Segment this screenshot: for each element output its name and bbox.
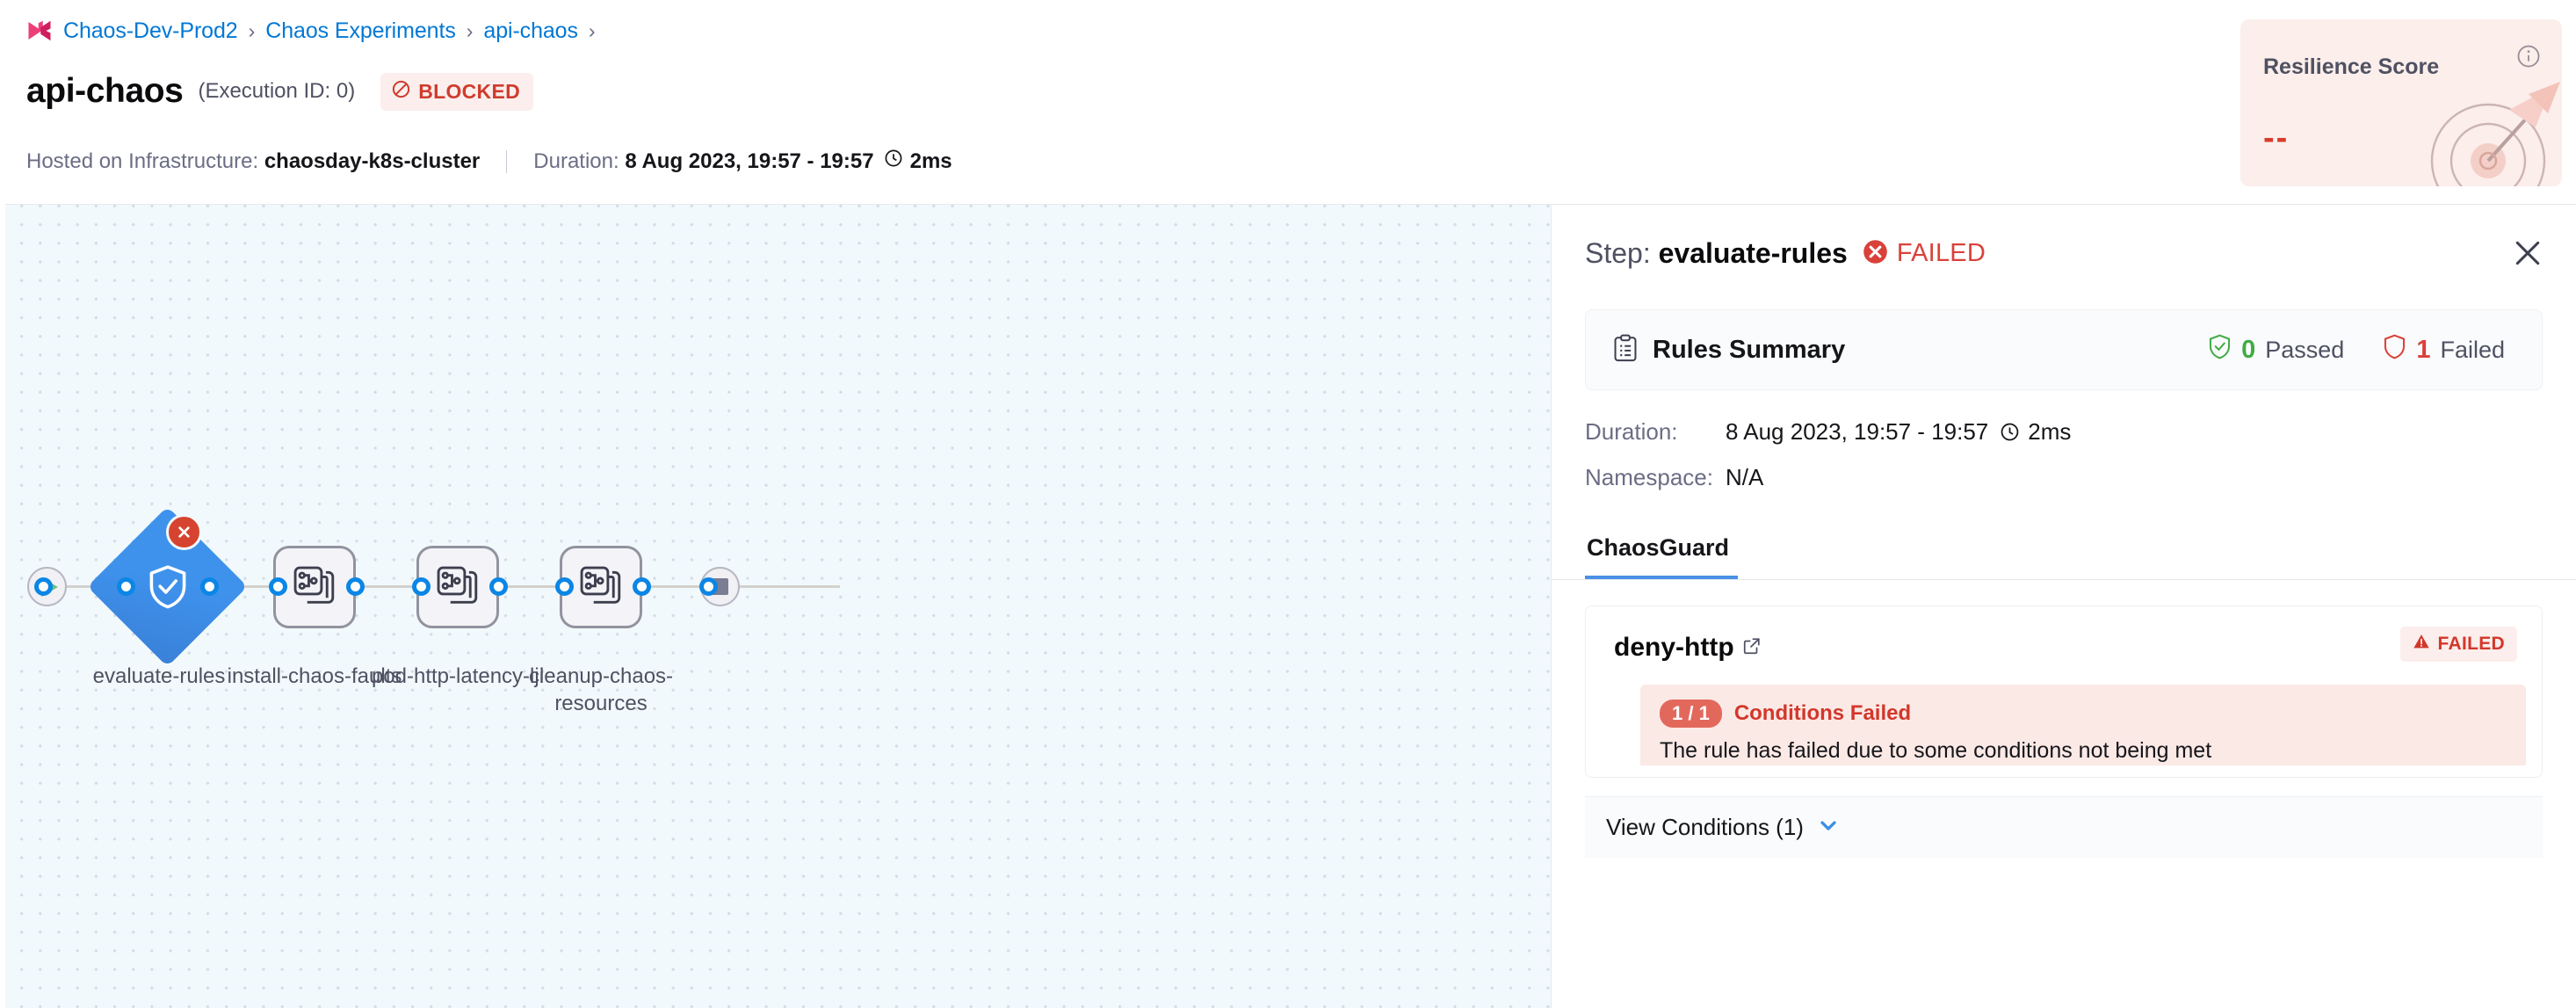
duration-value: 2ms — [909, 149, 952, 173]
meta-divider — [506, 149, 508, 173]
rule-name: deny-http — [1614, 633, 1734, 662]
blocked-circle-slash-icon — [391, 79, 411, 105]
panel-step-title: Step: evaluate-rules — [1585, 237, 1848, 270]
target-dartboard-arrow-icon — [2404, 62, 2562, 186]
duration-label: Duration: — [533, 149, 619, 173]
evaluate-rules-input-port[interactable] — [117, 577, 135, 596]
conditions-count-pill: 1 / 1 — [1660, 700, 1722, 728]
breadcrumb-separator: › — [248, 18, 256, 42]
install-chaos-faults-output-port[interactable] — [346, 577, 365, 596]
meta-row: Hosted on Infrastructure: chaosday-k8s-c… — [26, 148, 952, 175]
cleanup-chaos-resources-input-port[interactable] — [555, 577, 574, 596]
end-node-input-port[interactable] — [699, 577, 718, 596]
execution-id: (Execution ID: 0) — [198, 79, 356, 103]
shield-check-icon — [138, 557, 198, 617]
detail-duration: Duration: 8 Aug 2023, 19:57 - 19:57 2ms — [1585, 418, 2071, 446]
evaluate-rules-output-port[interactable] — [200, 577, 219, 596]
breadcrumb-item-0[interactable]: Chaos-Dev-Prod2 — [63, 18, 238, 43]
close-icon[interactable] — [2511, 236, 2544, 274]
node-label-cleanup-chaos-resources: cleanup-chaos-resources — [528, 664, 674, 715]
resilience-score-value: -- — [2263, 120, 2290, 156]
chaos-stack-icon — [580, 566, 621, 604]
breadcrumb: Chaos-Dev-Prod2 › Chaos Experiments › ap… — [26, 18, 596, 44]
edge-cleanup-to-end — [651, 585, 840, 588]
node-label-evaluate-rules: evaluate-rules — [92, 664, 226, 688]
resilience-score-card: Resilience Score -- — [2240, 19, 2562, 186]
detail-duration-value: 8 Aug 2023, 19:57 - 19:57 — [1726, 418, 1989, 445]
chaos-stack-icon — [437, 566, 478, 604]
detail-namespace: Namespace: N/A — [1585, 464, 1763, 491]
rules-failed-label: Failed — [2440, 336, 2505, 363]
shield-check-icon — [2208, 334, 2232, 366]
start-node-output-port[interactable] — [34, 577, 53, 596]
error-x-icon — [1863, 239, 1888, 269]
clipboard-list-icon — [1612, 334, 1639, 366]
panel-step-name: evaluate-rules — [1658, 237, 1848, 269]
rules-passed-label: Passed — [2265, 336, 2345, 363]
node-label-install-chaos-faults: install-chaos-faults — [227, 664, 402, 688]
pipeline-canvas[interactable]: evaluate-rules install-chaos-faults — [5, 204, 1551, 1008]
info-circle-icon[interactable] — [2515, 43, 2542, 74]
page-header: Chaos-Dev-Prod2 › Chaos Experiments › ap… — [0, 0, 2576, 204]
rules-summary-card: Rules Summary 0 Passed — [1585, 309, 2543, 390]
infra-value: chaosday-k8s-cluster — [264, 149, 481, 173]
conditions-failed-box: 1 / 1 Conditions Failed The rule has fai… — [1640, 685, 2526, 765]
status-badge-label: BLOCKED — [418, 79, 521, 103]
conditions-failed-description: The rule has failed due to some conditio… — [1660, 738, 2212, 763]
panel-tabs: ChaosGuard — [1552, 514, 2576, 580]
detail-namespace-key: Namespace: — [1585, 464, 1713, 490]
pod-http-latency-output-port[interactable] — [489, 577, 508, 596]
rules-passed-count: 0 — [2241, 335, 2256, 364]
rules-failed-count: 1 — [2416, 335, 2431, 364]
rule-status-badge: FAILED — [2399, 627, 2517, 662]
page-title: api-chaos — [26, 72, 184, 110]
title-row: api-chaos (Execution ID: 0) BLOCKED — [26, 72, 534, 111]
breadcrumb-separator: › — [466, 18, 474, 42]
error-x-icon — [166, 514, 202, 550]
view-conditions-toggle[interactable]: View Conditions (1) — [1585, 796, 2543, 858]
tab-chaosguard[interactable]: ChaosGuard — [1585, 534, 1739, 579]
detail-namespace-value: N/A — [1726, 464, 1764, 490]
duration-range: 8 Aug 2023, 19:57 - 19:57 — [625, 149, 874, 173]
resilience-score-title: Resilience Score — [2263, 54, 2440, 79]
panel-header: Step: evaluate-rules FAILED — [1552, 205, 2576, 302]
rule-card-deny-http: deny-http FAILED — [1585, 606, 2543, 778]
step-details-panel: Step: evaluate-rules FAILED — [1551, 204, 2576, 1008]
view-conditions-label: View Conditions (1) — [1606, 814, 1804, 840]
node-label-pod-http-latency-lji: pod-http-latency-lji — [371, 664, 545, 688]
rule-card-header: deny-http — [1614, 633, 1762, 663]
rules-failed-stat: 1 Failed — [2383, 334, 2505, 366]
pod-http-latency-input-port[interactable] — [412, 577, 431, 596]
breadcrumb-item-2[interactable]: api-chaos — [483, 18, 578, 43]
detail-duration-key: Duration: — [1585, 418, 1678, 445]
breadcrumb-separator: › — [588, 18, 596, 42]
shield-outline-icon — [2383, 334, 2406, 366]
rules-summary-title: Rules Summary — [1653, 335, 1846, 364]
node-pod-http-latency-lji[interactable] — [416, 546, 499, 628]
infra-label: Hosted on Infrastructure: — [26, 149, 259, 173]
rule-status-label: FAILED — [2437, 634, 2505, 654]
breadcrumb-item-1[interactable]: Chaos Experiments — [265, 18, 456, 43]
clock-icon — [1999, 418, 2021, 446]
harness-logo-icon — [26, 18, 53, 44]
detail-duration-extra: 2ms — [2028, 418, 2072, 445]
panel-step-status: FAILED — [1896, 239, 1986, 267]
rules-passed-stat: 0 Passed — [2208, 334, 2344, 366]
panel-step-prefix: Step: — [1585, 237, 1659, 269]
install-chaos-faults-input-port[interactable] — [269, 577, 287, 596]
chevron-down-icon[interactable] — [1816, 813, 1841, 842]
warning-triangle-icon — [2413, 633, 2430, 656]
clock-icon — [883, 148, 904, 175]
status-badge: BLOCKED — [380, 72, 534, 111]
cleanup-chaos-resources-output-port[interactable] — [633, 577, 651, 596]
external-link-icon[interactable] — [1742, 636, 1762, 660]
chaos-stack-icon — [293, 566, 335, 604]
conditions-failed-label: Conditions Failed — [1733, 701, 1912, 725]
